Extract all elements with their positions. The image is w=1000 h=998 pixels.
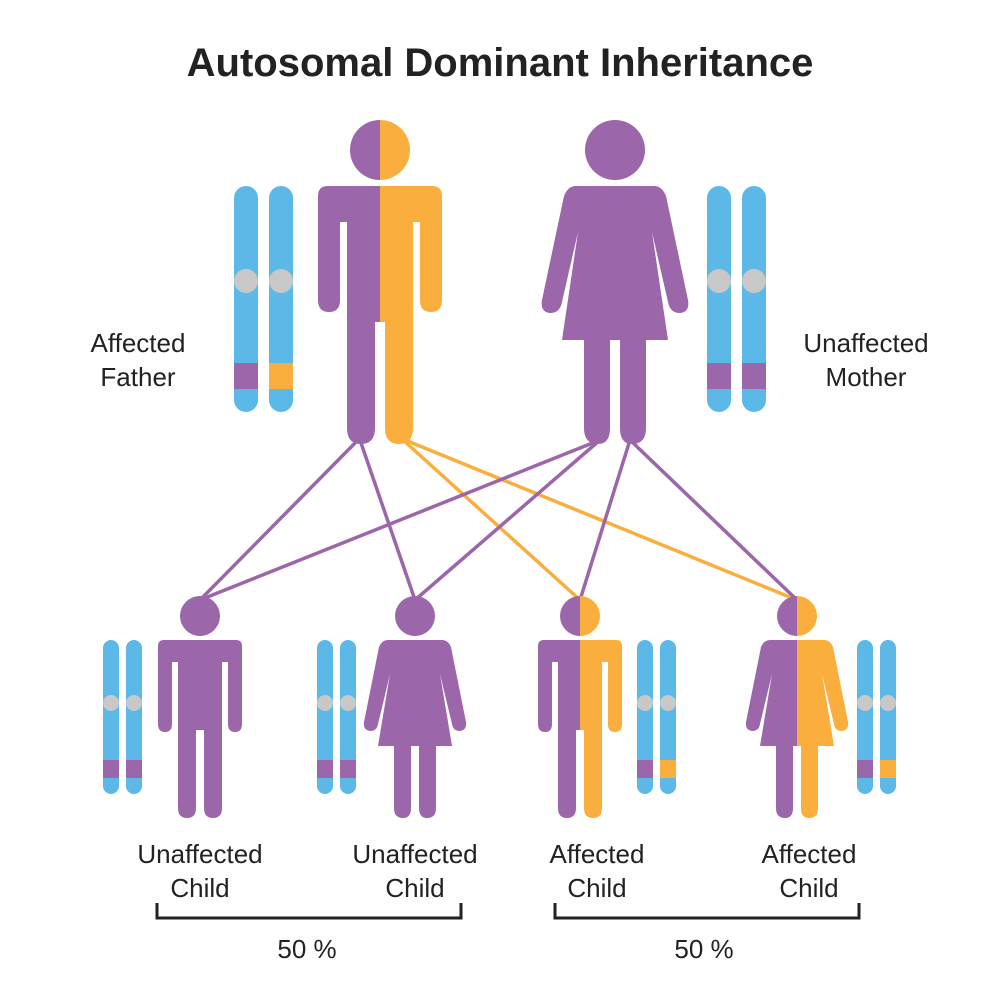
link-mother-child2 [413, 438, 602, 602]
percent-unaffected: 50 % [277, 934, 336, 964]
father-chromosome-pair [234, 186, 293, 412]
link-father-child3 [401, 438, 582, 602]
child3-label-line1: Affected [550, 839, 645, 869]
link-father-child4 [403, 438, 799, 602]
child4-label-line2: Child [779, 873, 838, 903]
father-label-line2: Father [100, 362, 175, 392]
mother-chromosome-pair [707, 186, 766, 412]
bracket-unaffected [155, 903, 463, 920]
father-figure [318, 120, 442, 444]
child3-figure [538, 596, 622, 818]
child2-figure [363, 596, 467, 818]
child3-label-line2: Child [567, 873, 626, 903]
child4-label-line1: Affected [762, 839, 857, 869]
mother-label-line2: Mother [826, 362, 907, 392]
mother-label-line1: Unaffected [803, 328, 928, 358]
child4-chromosome-pair [857, 640, 896, 794]
father-label-line1: Affected [91, 328, 186, 358]
link-mother-child3 [578, 438, 632, 602]
child1-label-line2: Child [170, 873, 229, 903]
bracket-affected [553, 903, 861, 920]
child2-label-line1: Unaffected [352, 839, 477, 869]
child1-label-line1: Unaffected [137, 839, 262, 869]
link-father-child1 [198, 438, 360, 602]
link-mother-child1 [198, 438, 602, 602]
mother-figure [541, 120, 689, 444]
inheritance-lines [198, 438, 799, 602]
percent-affected: 50 % [674, 934, 733, 964]
child3-chromosome-pair [637, 640, 676, 794]
link-mother-child4 [628, 438, 799, 602]
child1-chromosome-pair [103, 640, 142, 794]
child2-label-line2: Child [385, 873, 444, 903]
child2-chromosome-pair [317, 640, 356, 794]
child4-figure [745, 596, 849, 818]
link-father-child2 [358, 438, 417, 602]
child1-figure [158, 596, 242, 818]
page-title: Autosomal Dominant Inheritance [187, 41, 814, 85]
